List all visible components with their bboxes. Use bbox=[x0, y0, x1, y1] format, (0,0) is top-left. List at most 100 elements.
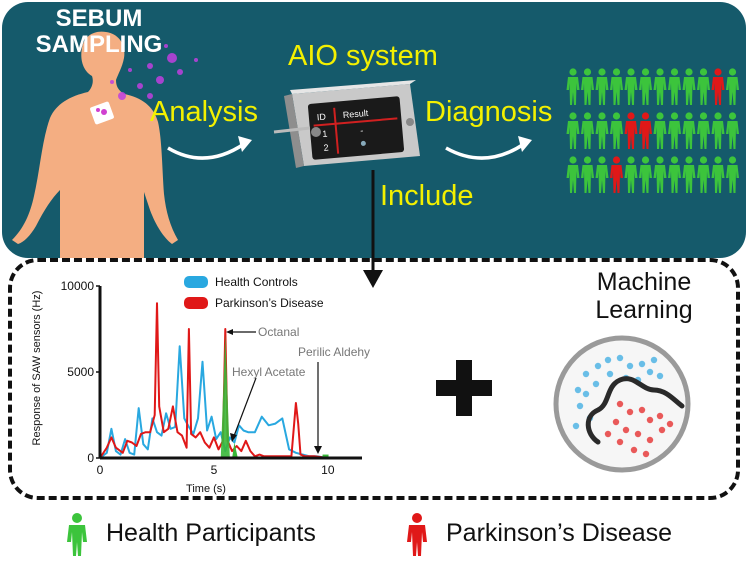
ml-dot-blue bbox=[576, 402, 584, 410]
annotation-hexyl-acetate: Hexyl Acetate bbox=[230, 365, 306, 442]
person-icon bbox=[610, 156, 623, 193]
person-icon bbox=[624, 156, 638, 193]
person-icon bbox=[639, 112, 652, 149]
person-icon bbox=[697, 156, 710, 193]
device-row1: 1 bbox=[322, 129, 328, 139]
person-icon bbox=[566, 156, 580, 193]
y-tick-label: 10000 bbox=[61, 279, 95, 293]
ml-dot-blue bbox=[650, 356, 658, 364]
ml-dot-red bbox=[634, 430, 642, 438]
ml-dot-red bbox=[646, 416, 654, 424]
ml-dot-blue bbox=[638, 360, 646, 368]
person-icon bbox=[581, 68, 594, 105]
person-icon bbox=[697, 112, 710, 149]
person-icon bbox=[668, 112, 681, 149]
legend-label-hc: Health Controls bbox=[215, 275, 298, 289]
ml-dot-blue bbox=[572, 422, 580, 430]
legend-swatch-pd bbox=[184, 297, 208, 309]
person-icon bbox=[624, 112, 638, 149]
annotation-octanal-label: Octanal bbox=[258, 325, 299, 339]
ml-dot-blue bbox=[592, 380, 600, 388]
person-icon bbox=[653, 112, 667, 149]
person-icon bbox=[624, 68, 638, 105]
ml-dot-red bbox=[658, 426, 666, 434]
person-icon bbox=[711, 68, 725, 105]
person-icon bbox=[566, 68, 580, 105]
perilic-aldehyde-peak bbox=[322, 454, 329, 458]
ml-dot-blue bbox=[594, 362, 602, 370]
x-tick-label: 10 bbox=[321, 463, 335, 477]
person-icon bbox=[726, 112, 739, 149]
person-icon bbox=[668, 156, 681, 193]
y-axis-label: Response of SAW sensors (Hz) bbox=[31, 291, 43, 446]
ml-cluster-icon bbox=[553, 335, 691, 473]
parkinsons-person-icon bbox=[407, 513, 427, 556]
annotation-octanal: Octanal bbox=[226, 325, 299, 339]
person-icon bbox=[653, 156, 667, 193]
person-icon bbox=[639, 68, 652, 105]
ml-dot-red bbox=[646, 436, 654, 444]
ml-dot-blue bbox=[646, 368, 654, 376]
ml-dot-blue bbox=[582, 390, 590, 398]
ml-dot-red bbox=[626, 408, 634, 416]
hexyl-acetate-peak bbox=[232, 442, 238, 458]
ml-dot-red bbox=[666, 420, 674, 428]
y-tick-label: 5000 bbox=[67, 365, 94, 379]
parkinsons-disease-label: Parkinson’s Disease bbox=[446, 519, 673, 547]
person-icon bbox=[581, 112, 594, 149]
person-icon bbox=[653, 68, 667, 105]
person-icon bbox=[682, 112, 696, 149]
sebum-sampling-title: SEBUM SAMPLING bbox=[35, 5, 163, 58]
series-line-health-controls bbox=[99, 345, 362, 459]
legend-swatch-hc bbox=[184, 276, 208, 288]
device-row1-result: - bbox=[360, 125, 364, 135]
person-icon bbox=[566, 112, 580, 149]
ml-dot-blue bbox=[582, 370, 590, 378]
x-axis-label: Time (s) bbox=[186, 483, 226, 495]
y-tick-label: 0 bbox=[87, 451, 94, 465]
device-row2: 2 bbox=[323, 142, 329, 152]
include-label: Include bbox=[380, 180, 474, 212]
ml-dot-red bbox=[642, 450, 650, 458]
aio-system-label: AIO system bbox=[288, 40, 438, 72]
person-icon bbox=[668, 68, 681, 105]
ml-dot-blue bbox=[574, 386, 582, 394]
ml-dot-blue bbox=[656, 372, 664, 380]
ml-dot-red bbox=[638, 406, 646, 414]
ml-dot-red bbox=[630, 446, 638, 454]
person-icon bbox=[711, 156, 725, 193]
person-icon bbox=[711, 112, 725, 149]
ml-dot-red bbox=[616, 400, 624, 408]
legend-label-pd: Parkinson’s Disease bbox=[215, 296, 324, 310]
person-icon bbox=[610, 112, 623, 149]
ml-dot-red bbox=[604, 430, 612, 438]
person-icon bbox=[682, 156, 696, 193]
octanal-peak bbox=[220, 334, 230, 458]
ml-dot-blue bbox=[626, 362, 634, 370]
person-icon bbox=[595, 68, 609, 105]
ml-dot-red bbox=[622, 426, 630, 434]
annotation-hexyl-label: Hexyl Acetate bbox=[232, 365, 306, 379]
annotation-perilic-aldehyde: Perilic Aldehyde bbox=[298, 345, 370, 454]
ml-dot-blue bbox=[604, 356, 612, 364]
healthy-participants-label: Health Participants bbox=[106, 519, 316, 547]
saw-response-chart: Response of SAW sensors (Hz) Time (s) 0 5… bbox=[31, 275, 370, 495]
diagnosis-crowd bbox=[566, 68, 739, 193]
ml-dot-red bbox=[616, 438, 624, 446]
device-col-id: ID bbox=[316, 112, 326, 123]
person-icon bbox=[639, 156, 652, 193]
machine-learning-title: Machine Learning bbox=[595, 268, 693, 324]
person-icon bbox=[726, 156, 739, 193]
analysis-box bbox=[8, 258, 740, 500]
diagnosis-label: Diagnosis bbox=[425, 96, 553, 128]
ml-dot-blue bbox=[616, 354, 624, 362]
person-icon bbox=[595, 112, 609, 149]
device-col-result: Result bbox=[342, 108, 369, 120]
analysis-label: Analysis bbox=[150, 96, 258, 128]
x-tick-label: 0 bbox=[97, 463, 104, 477]
person-icon bbox=[726, 68, 739, 105]
person-icon bbox=[682, 68, 696, 105]
healthy-person-icon bbox=[67, 513, 87, 556]
include-arrow bbox=[363, 170, 383, 288]
annotation-perilic-label: Perilic Aldehyde bbox=[298, 345, 370, 359]
